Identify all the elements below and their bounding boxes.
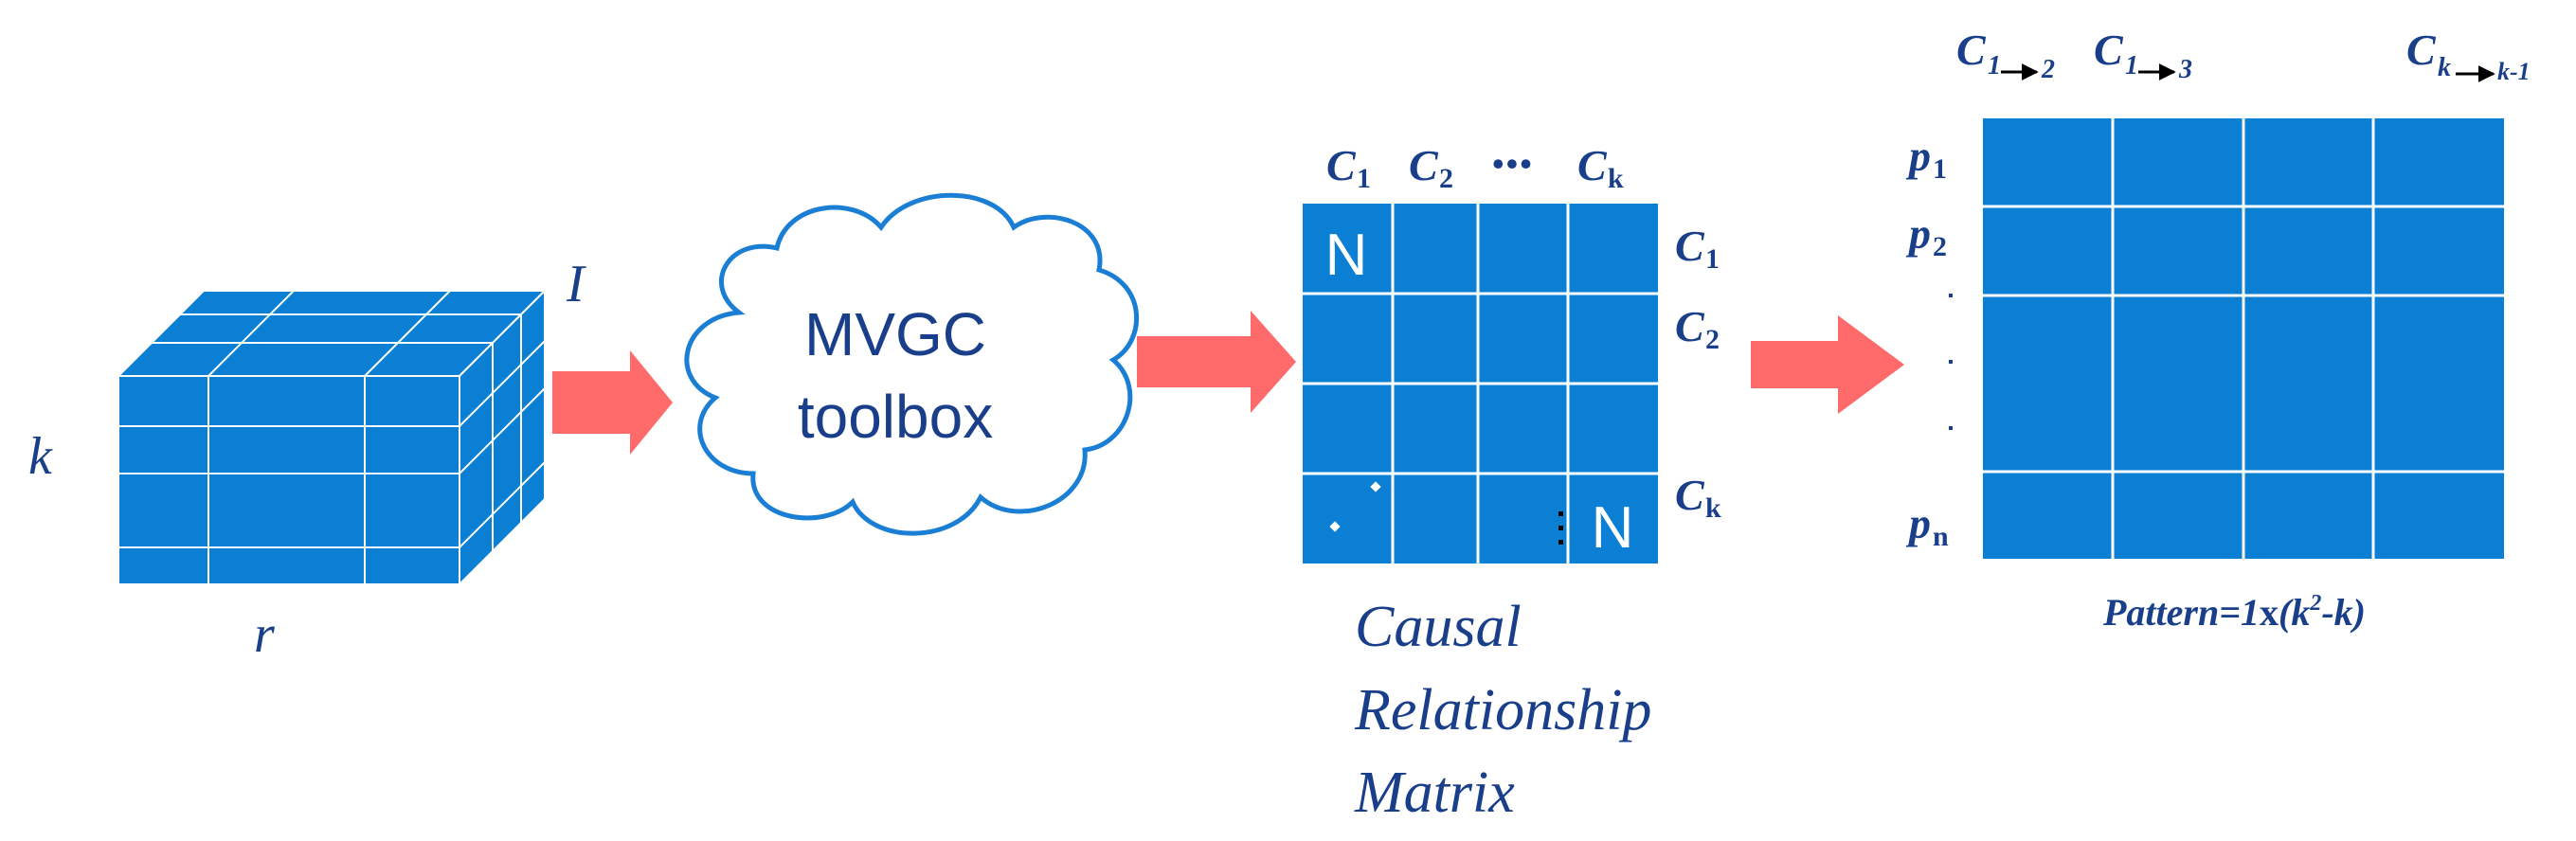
causal-caption-line-3: Matrix bbox=[1354, 760, 1515, 825]
diagonal-ellipsis bbox=[1329, 481, 1381, 532]
svg-text:C: C bbox=[1409, 141, 1439, 189]
pattern-row-ellipsis bbox=[1949, 294, 1953, 430]
causal-caption-line-1: Causal bbox=[1355, 595, 1522, 659]
causal-caption-line-2: Relationship bbox=[1354, 678, 1651, 743]
svg-text:k: k bbox=[2438, 53, 2451, 82]
pattern-row-header-2: p 2 bbox=[1905, 209, 1947, 262]
data-cube: k r I bbox=[28, 255, 586, 664]
svg-text:p: p bbox=[1905, 209, 1931, 258]
cube-front-face bbox=[117, 375, 460, 585]
pattern-col-header-2: C 1 3 bbox=[2094, 26, 2192, 84]
svg-text:C: C bbox=[1675, 471, 1705, 519]
svg-text:1: 1 bbox=[1988, 51, 2001, 81]
pattern-matrix: C 1 2 C 1 3 C k k-1 p 1 p 2 bbox=[1905, 26, 2531, 634]
diagonal-label-top: N bbox=[1325, 223, 1368, 288]
cube-label-i: I bbox=[566, 255, 586, 313]
arrow-cube-to-toolbox bbox=[552, 350, 673, 455]
cube-top-grid bbox=[152, 290, 521, 377]
cloud-line-2: toolbox bbox=[798, 383, 993, 451]
svg-text:2: 2 bbox=[2041, 55, 2055, 84]
causal-row-header-1: C 1 bbox=[1675, 222, 1720, 275]
svg-text:C: C bbox=[1956, 26, 1987, 74]
svg-text:3: 3 bbox=[2178, 55, 2192, 84]
svg-text:C: C bbox=[1675, 302, 1705, 350]
mvgc-toolbox-cloud: MVGC toolbox bbox=[684, 192, 1140, 536]
diagonal-label-bottom: N bbox=[1592, 495, 1634, 561]
causal-relationship-matrix: N N C 1 C 2 ••• C k C 1 bbox=[1303, 141, 1721, 825]
cube-front-grid bbox=[118, 376, 459, 584]
pattern-caption: Pattern=1x(k2-k) bbox=[2102, 591, 2366, 634]
svg-text:k: k bbox=[1705, 492, 1721, 524]
cloud-shape bbox=[684, 192, 1140, 536]
pattern-col-header-1: C 1 2 bbox=[1956, 26, 2055, 84]
svg-text:1: 1 bbox=[1357, 163, 1371, 194]
pattern-row-header-1: p 1 bbox=[1905, 132, 1947, 185]
svg-text:2: 2 bbox=[1705, 324, 1720, 355]
svg-text:1: 1 bbox=[2125, 51, 2138, 81]
svg-text:2: 2 bbox=[1933, 231, 1947, 262]
causal-row-header-2: C 2 bbox=[1675, 302, 1720, 355]
svg-text:C: C bbox=[1326, 141, 1357, 189]
svg-text:p: p bbox=[1905, 132, 1931, 180]
causal-col-header-2: C 2 bbox=[1409, 141, 1453, 194]
svg-text:p: p bbox=[1905, 499, 1931, 547]
svg-text:k-1: k-1 bbox=[2497, 58, 2531, 85]
causal-col-header-k: C k bbox=[1577, 141, 1624, 194]
svg-text:C: C bbox=[1675, 222, 1705, 270]
svg-text:1: 1 bbox=[1933, 153, 1947, 185]
cube-label-k: k bbox=[28, 427, 53, 486]
pattern-col-header-k: C k k-1 bbox=[2406, 26, 2531, 85]
cloud-line-1: MVGC bbox=[804, 300, 986, 368]
svg-text:C: C bbox=[2406, 26, 2437, 74]
cube-side-grid bbox=[459, 314, 546, 551]
svg-text:2: 2 bbox=[1439, 163, 1453, 194]
causal-row-header-k: C k bbox=[1675, 471, 1721, 524]
causal-col-ellipsis: ••• bbox=[1492, 145, 1534, 183]
pattern-matrix-grid bbox=[1983, 118, 2504, 559]
svg-text:k: k bbox=[1608, 163, 1624, 194]
vertical-ellipsis bbox=[1558, 511, 1563, 545]
causal-col-header-1: C 1 bbox=[1326, 141, 1371, 194]
svg-text:C: C bbox=[2094, 26, 2124, 74]
causal-matrix-grid bbox=[1303, 204, 1658, 564]
svg-text:1: 1 bbox=[1705, 243, 1720, 275]
pattern-row-header-n: p n bbox=[1905, 499, 1949, 552]
arrow-matrix-to-pattern bbox=[1751, 315, 1904, 414]
svg-text:n: n bbox=[1933, 521, 1949, 552]
cube-label-r: r bbox=[254, 605, 275, 664]
svg-text:C: C bbox=[1577, 141, 1608, 189]
arrow-toolbox-to-matrix bbox=[1137, 311, 1296, 413]
